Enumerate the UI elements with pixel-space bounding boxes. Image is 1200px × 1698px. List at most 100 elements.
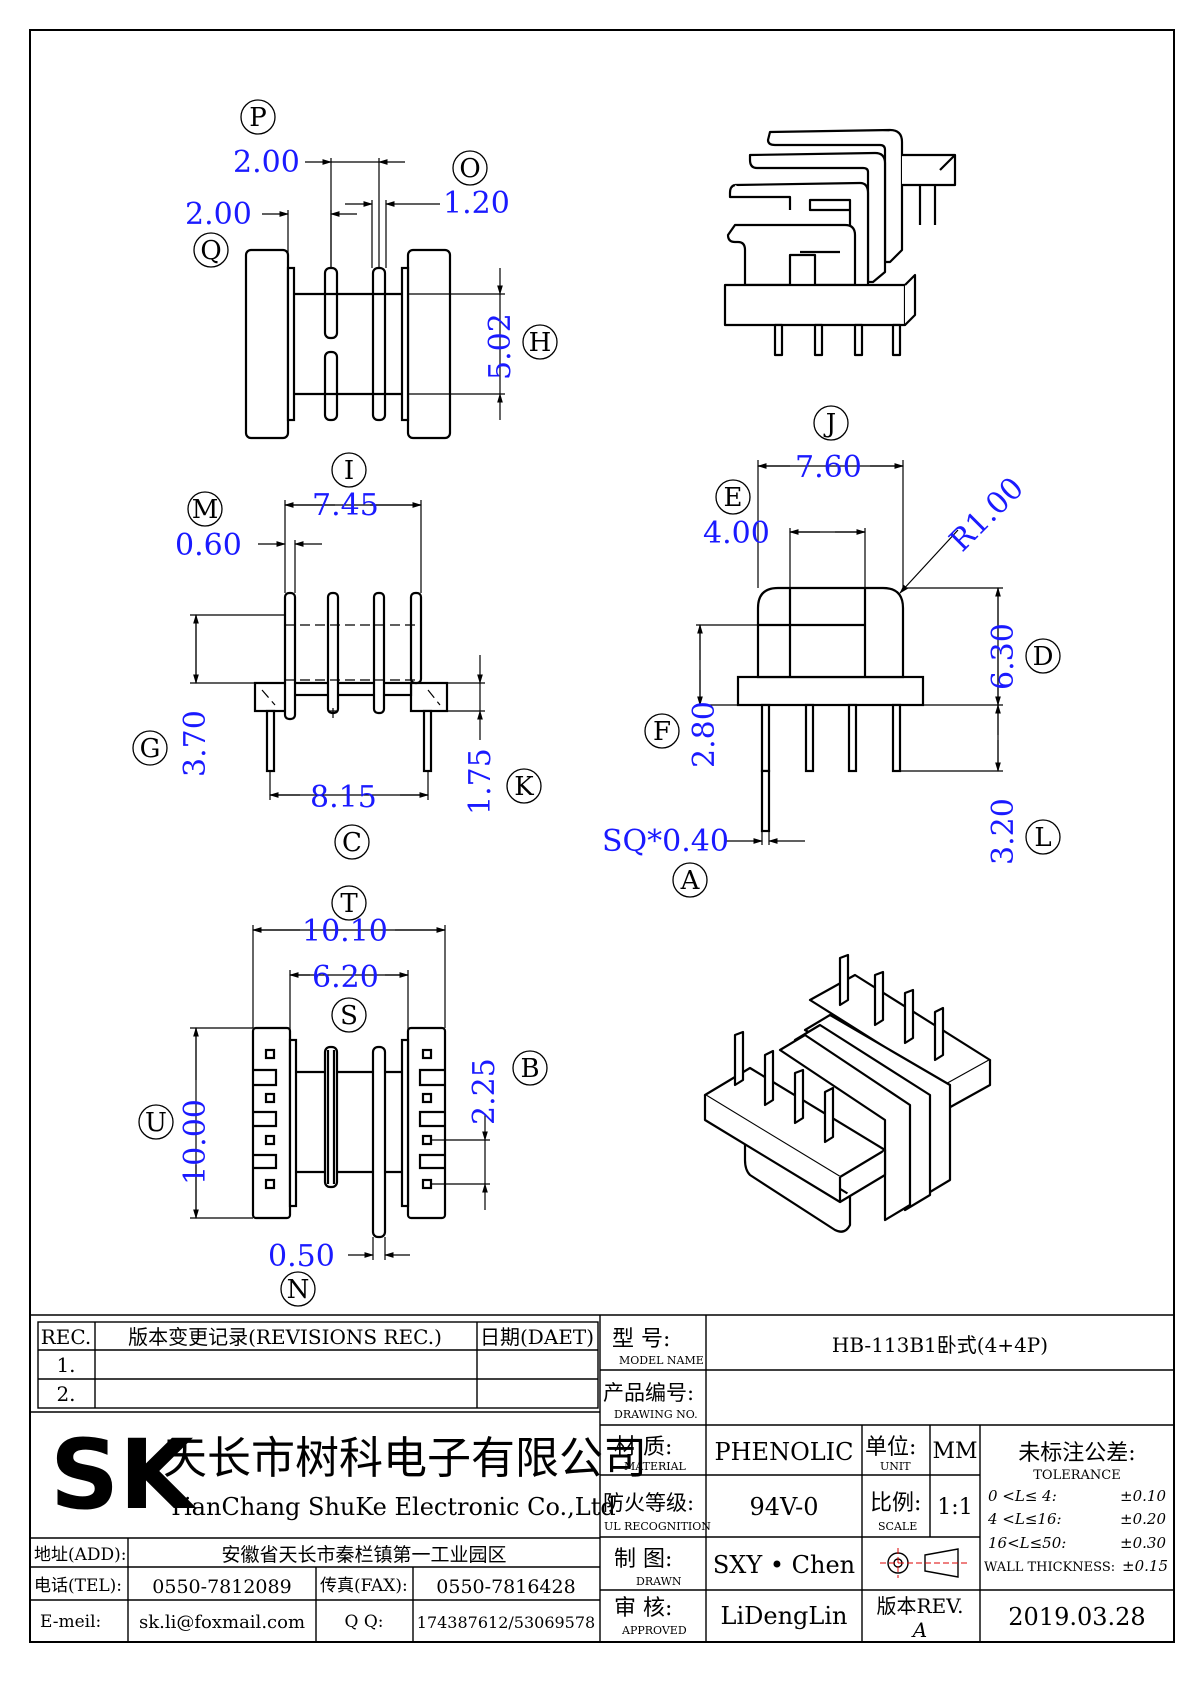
label-J: J [813,405,849,441]
rev-header: REC. [41,1325,92,1349]
approved-label-en: APPROVED [621,1624,687,1637]
dim-E: 4.00 [703,516,770,551]
title-block: REC. 版本变更记录(REVISIONS REC.) 日期(DAET) 1. … [30,1314,1174,1642]
label-N: N [280,1271,316,1307]
label-E: E [715,479,751,515]
svg-text:N: N [287,1275,310,1305]
dim-H: 5.02 [483,313,518,380]
rev-label: 版本REV. [877,1594,964,1618]
svg-text:Q: Q [200,236,221,266]
dim-F: 2.80 [687,701,722,768]
label-O: O [452,150,488,186]
dim-N: 0.50 [268,1239,335,1274]
tol3-value: ±0.30 [1120,1534,1166,1552]
address: 安徽省天长市秦栏镇第一工业园区 [221,1544,506,1566]
dim-C: 8.15 [310,780,377,815]
unit-label-en: UNIT [880,1460,911,1473]
svg-text:P: P [249,103,267,133]
scale: 1:1 [937,1495,972,1520]
dim-Q: 2.00 [185,197,252,232]
tol1-value: ±0.10 [1120,1487,1166,1505]
front-view: 7.45 0.60 3.70 1.75 8.15 [175,488,498,815]
sheet-border [29,29,1175,1643]
addr-label: 地址(ADD): [34,1545,127,1565]
svg-text:I: I [344,456,354,486]
label-G: G [132,730,168,766]
svg-text:U: U [145,1108,167,1138]
svg-text:L: L [1034,823,1051,853]
model-label-en: MODEL NAME [619,1354,704,1367]
svg-text:F: F [653,717,671,747]
wall-thickness-label: WALL THICKNESS: [984,1560,1115,1575]
dim-P: 2.00 [233,145,300,180]
scale-label-cn: 比例: [870,1491,921,1516]
label-L: L [1025,819,1061,855]
drawn-by: SXY • Chen [713,1551,855,1579]
label-P: P [240,99,276,135]
label-Q: Q [193,232,229,268]
top-view: 2.00 1.20 2.00 5.02 [185,145,518,440]
dim-J: 7.60 [795,450,862,485]
model-name: HB-113B1卧式(4+4P) [832,1333,1048,1357]
label-D: D [1025,638,1061,674]
dim-D: 6.30 [986,623,1021,690]
dim-S: 6.20 [312,960,379,995]
material: PHENOLIC [714,1438,853,1466]
isometric-view-bottom [703,953,992,1233]
drawn-label-en: DRAWN [636,1575,682,1588]
approved-by: LiDengLin [721,1602,848,1630]
tol2-range: 4 <L≤16: [987,1510,1062,1528]
dim-A: SQ*0.40 [602,824,729,859]
revision: A [911,1618,927,1642]
dim-R: R1.00 [943,471,1031,559]
label-T: T [331,885,367,921]
tolerance-label-en: TOLERANCE [1033,1468,1120,1483]
label-H: H [522,324,558,360]
approved-label-cn: 审 核: [614,1596,672,1621]
unit-label-cn: 单位: [865,1435,916,1460]
fax: 0550-7816428 [436,1576,575,1598]
label-K: K [506,768,542,804]
rev-row-1: 1. [56,1353,75,1377]
svg-text:T: T [340,889,358,919]
svg-text:M: M [192,495,219,525]
dim-B: 2.25 [467,1058,502,1125]
wall-thickness-value: ±0.15 [1122,1557,1168,1575]
dim-G: 3.70 [178,710,213,777]
svg-text:S: S [340,1001,358,1031]
email: sk.li@foxmail.com [139,1612,305,1633]
svg-text:B: B [520,1054,539,1084]
drawing-label-cn: 产品编号: [603,1381,694,1405]
qq: 174387612/53069578 [417,1613,595,1632]
circled-labels: P O Q H I M G K C J E D F L A T S B U N [132,99,1061,1307]
svg-text:O: O [459,154,480,184]
label-U: U [138,1104,174,1140]
bottom-view: 10.10 6.20 2.25 10.00 0.50 [178,914,502,1274]
svg-text:G: G [140,734,161,764]
svg-text:C: C [342,828,362,858]
svg-text:A: A [680,866,701,896]
date: 2019.03.28 [1008,1603,1145,1631]
label-B: B [512,1050,548,1086]
company-logo: SK [50,1419,197,1531]
ul-rating: 94V-0 [749,1493,818,1521]
tol3-range: 16<L≤50: [988,1534,1066,1552]
label-C: C [334,824,370,860]
dim-I: 7.45 [312,488,379,523]
dim-U: 10.00 [178,1099,213,1185]
email-label: E-meil: [40,1612,101,1632]
label-M: M [187,491,223,527]
svg-text:J: J [823,409,836,439]
drawing-label-en: DRAWING NO. [614,1408,698,1421]
tel-label: 电话(TEL): [34,1576,122,1596]
tol2-value: ±0.20 [1120,1510,1166,1528]
label-A: A [672,862,708,898]
ul-label-en: UL RECOGNITION [604,1520,711,1533]
scale-label-en: SCALE [878,1520,917,1533]
rev-title: 版本变更记录(REVISIONS REC.) [128,1325,442,1349]
company-name-cn: 天长市树科电子有限公司 [163,1433,647,1484]
company-name-en: TianChang ShuKe Electronic Co.,Ltd [168,1493,616,1521]
svg-text:K: K [514,772,534,802]
label-I: I [331,452,367,488]
